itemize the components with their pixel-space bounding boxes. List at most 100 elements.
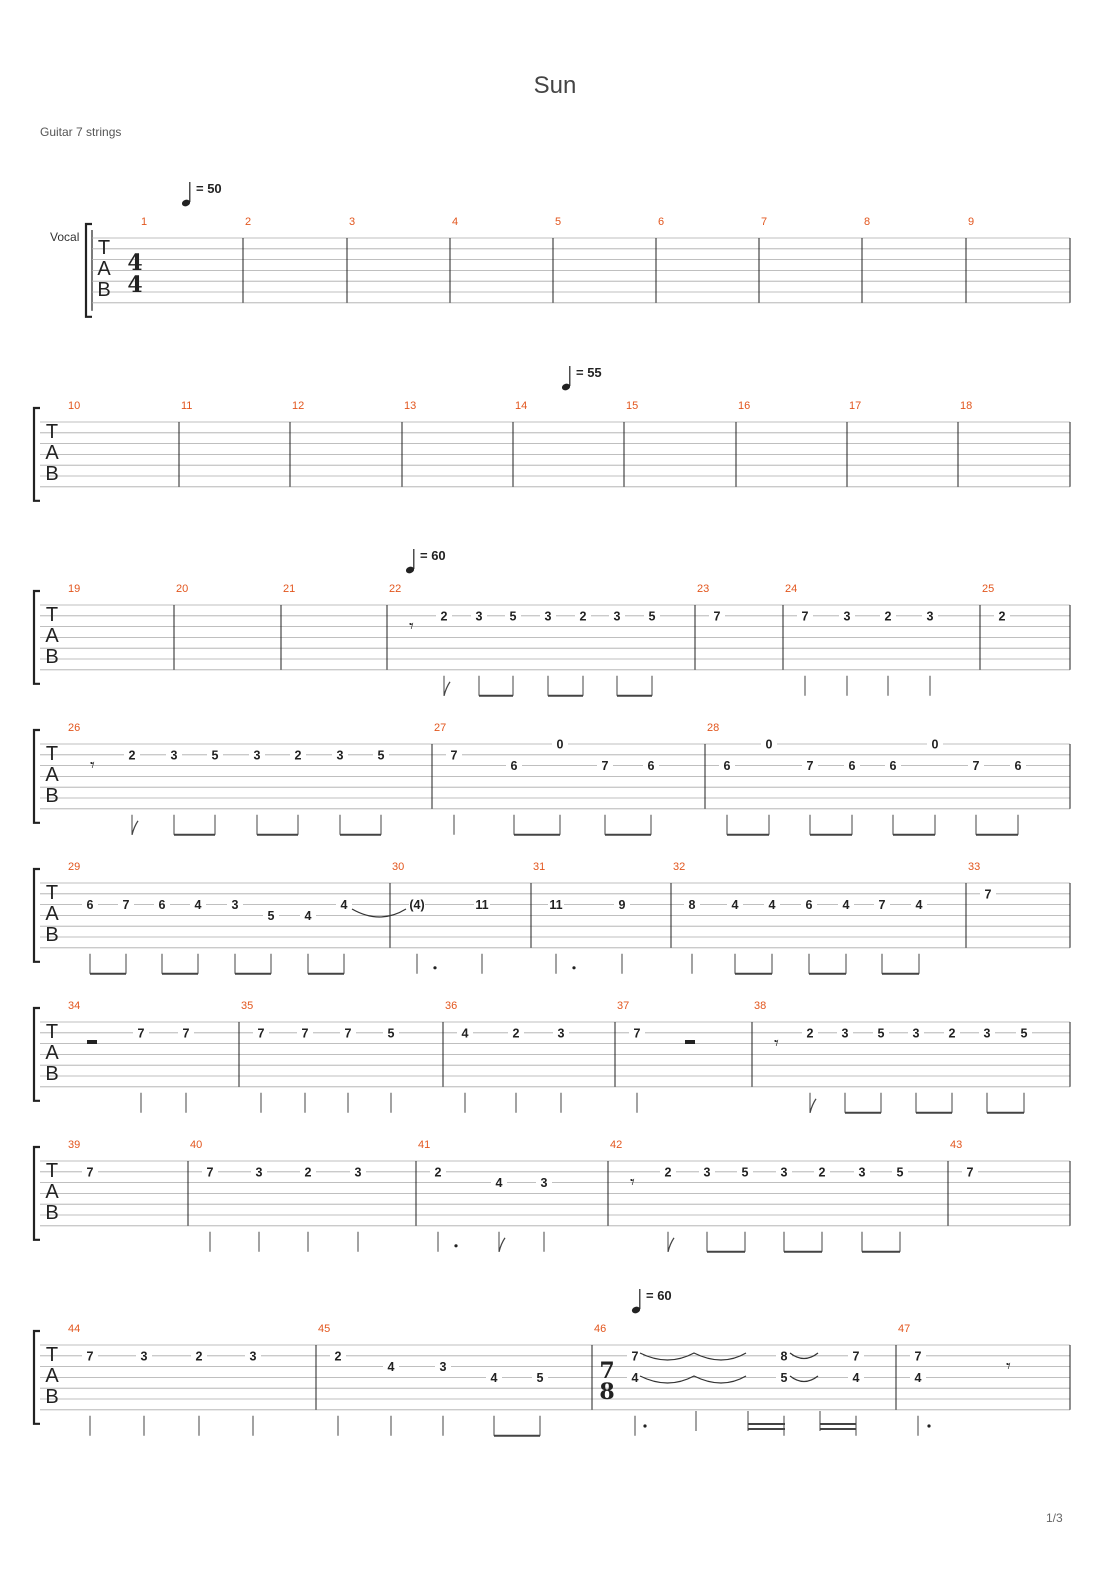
fret-bg (837, 1024, 853, 1039)
tab-clef-letter: A (45, 764, 59, 786)
fret-bg (491, 1174, 507, 1189)
note-flag (809, 1098, 817, 1113)
fret-bg (207, 746, 223, 761)
fret-bg (508, 1024, 524, 1039)
fret-number: 2 (580, 609, 587, 623)
fret-number: 4 (632, 1371, 639, 1385)
tab-clef-letter: T (46, 604, 58, 626)
measure-number: 16 (738, 400, 750, 412)
note-flag (498, 1237, 506, 1252)
fret-number: 7 (634, 1026, 641, 1040)
fret-number: 0 (932, 738, 939, 752)
fret-bg (684, 896, 700, 911)
fret-bg (471, 607, 487, 622)
fret-bg (457, 1024, 473, 1039)
eighth-rest: 𝄾 (409, 616, 414, 637)
fret-number: 3 (337, 748, 344, 762)
fret-number: 5 (268, 909, 275, 923)
fret-number: 2 (435, 1165, 442, 1179)
fret-bg (761, 736, 777, 750)
fret-number: 2 (819, 1165, 826, 1179)
fret-number: 4 (462, 1026, 469, 1040)
fret-bg (82, 1347, 98, 1362)
fret-bg (540, 607, 556, 622)
fret-bg (927, 736, 943, 750)
fret-bg (814, 1163, 830, 1178)
measure-number: 31 (533, 861, 545, 873)
half-rest (87, 1040, 97, 1044)
fret-bg (191, 1347, 207, 1362)
measure-number: 44 (68, 1323, 80, 1335)
fret-bg (848, 1369, 864, 1384)
measure-number: 45 (318, 1323, 330, 1335)
fret-number: 7 (183, 1026, 190, 1040)
measure-number: 15 (626, 400, 638, 412)
fret-bg (474, 896, 490, 911)
fret-number: 3 (355, 1165, 362, 1179)
fret-number: 8 (781, 1349, 788, 1363)
fret-number: 4 (769, 898, 776, 912)
tab-clef-letter: A (45, 1365, 59, 1387)
system-bracket (32, 589, 40, 685)
fret-bg (133, 1024, 149, 1039)
fret-bg (383, 1358, 399, 1373)
tab-clef-letter: A (45, 625, 59, 647)
fret-bg (532, 1369, 548, 1384)
tab-clef-letter: T (46, 882, 58, 904)
measure-number: 8 (864, 216, 870, 228)
fret-bg (409, 896, 425, 911)
measure-number: 10 (68, 400, 80, 412)
fret-bg (719, 757, 735, 772)
measure-number: 37 (617, 1000, 629, 1012)
tab-clef-letter: A (45, 903, 59, 925)
measure-number: 11 (181, 400, 192, 412)
fret-bg (300, 907, 316, 922)
measure-number: 39 (68, 1139, 80, 1151)
fret-bg (552, 736, 568, 750)
fret-number: 3 (256, 1165, 263, 1179)
fret-bg (178, 1024, 194, 1039)
measure-number: 42 (610, 1139, 622, 1151)
fret-number: 4 (305, 909, 312, 923)
eighth-rest: 𝄾 (90, 755, 95, 776)
tie-arc (639, 1375, 747, 1384)
fret-bg (82, 1163, 98, 1178)
measure-number: 26 (68, 722, 80, 734)
measure-number: 35 (241, 1000, 253, 1012)
fret-bg (300, 1163, 316, 1178)
fret-bg (253, 1024, 269, 1039)
instrument-label: Guitar 7 strings (40, 125, 122, 139)
fret-bg (154, 896, 170, 911)
fret-bg (797, 607, 813, 622)
fret-number: 4 (915, 1371, 922, 1385)
fret-bg (880, 607, 896, 622)
fret-number: 7 (879, 898, 886, 912)
fret-bg (597, 757, 613, 772)
time-signature-top: 4 (127, 250, 142, 276)
fret-bg (446, 746, 462, 761)
fret-bg (627, 1369, 643, 1384)
fret-number: 6 (806, 898, 813, 912)
fret-number: 3 (232, 898, 239, 912)
measure-number: 1 (141, 216, 147, 228)
fret-bg (644, 607, 660, 622)
fret-bg (336, 896, 352, 911)
fret-bg (911, 896, 927, 911)
fret-number: 3 (440, 1360, 447, 1374)
quarter-note-icon (405, 566, 415, 574)
fret-number: 3 (558, 1026, 565, 1040)
fret-number: 3 (704, 1165, 711, 1179)
fret-number: 2 (807, 1026, 814, 1040)
fret-number: 7 (853, 1349, 860, 1363)
fret-number: 5 (742, 1165, 749, 1179)
fret-number: 3 (541, 1176, 548, 1190)
tab-clef-letter: T (46, 743, 58, 765)
fret-number: 3 (859, 1165, 866, 1179)
fret-number: 11 (475, 898, 488, 912)
fret-number: 3 (781, 1165, 788, 1179)
system-bracket (84, 222, 92, 318)
fret-number: 5 (649, 609, 656, 623)
fret-number: 7 (807, 759, 814, 773)
tab-clef-letter: B (45, 1386, 58, 1408)
fret-number: 3 (250, 1349, 257, 1363)
